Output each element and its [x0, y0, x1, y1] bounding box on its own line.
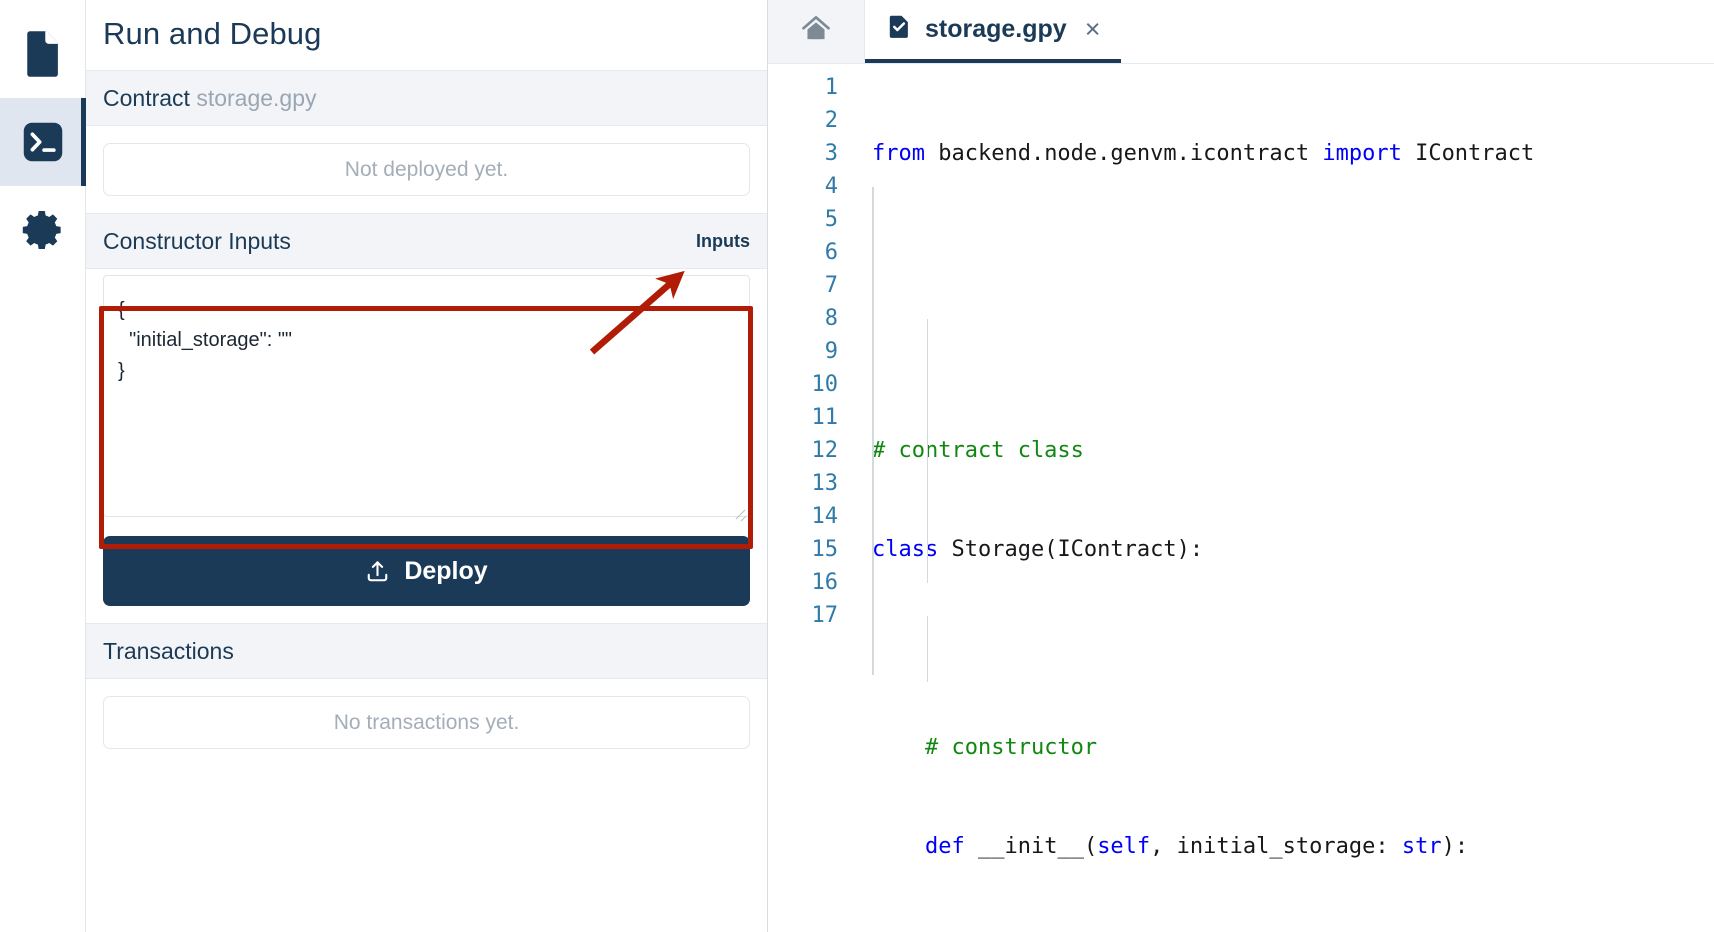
- code-editor[interactable]: 1 2 3 4 5 6 7 8 9 10 11 12 13 14 15 16 1…: [768, 64, 1714, 932]
- transactions-section-header: Transactions: [86, 623, 767, 679]
- gear-icon: [20, 207, 66, 253]
- indent-guide: [927, 616, 928, 682]
- tab-bar: storage.gpy ×: [768, 0, 1714, 64]
- line-number: 14: [811, 504, 839, 529]
- contract-section-header: Contract storage.gpy: [86, 70, 767, 126]
- line-number: 15: [811, 537, 839, 562]
- line-number: 11: [811, 405, 839, 430]
- code-line: class Storage(IContract):: [872, 537, 1204, 562]
- line-number: 6: [824, 240, 838, 265]
- tab-storage-gpy[interactable]: storage.gpy ×: [865, 0, 1122, 63]
- home-tab[interactable]: [768, 0, 865, 63]
- file-icon: [22, 29, 64, 79]
- check-file-icon: [886, 14, 912, 45]
- line-number: 12: [811, 438, 839, 463]
- sidebar-item-settings[interactable]: [0, 186, 86, 274]
- line-number: 1: [824, 75, 838, 100]
- code-line: [872, 236, 1714, 269]
- line-number-gutter: 1 2 3 4 5 6 7 8 9 10 11 12 13 14 15 16 1…: [768, 71, 860, 932]
- line-number: 7: [824, 273, 838, 298]
- code-column[interactable]: from backend.node.genvm.icontract import…: [860, 71, 1714, 932]
- indent-guide: [927, 319, 928, 451]
- constructor-inputs-wrapper: [103, 275, 750, 522]
- deployment-status-text: Not deployed yet.: [344, 157, 509, 181]
- contract-label: Contract: [103, 84, 190, 111]
- code-content[interactable]: from backend.node.genvm.icontract import…: [860, 71, 1714, 932]
- tab-label: storage.gpy: [925, 15, 1067, 43]
- sidebar-item-file-explorer[interactable]: [0, 10, 86, 98]
- code-line: [872, 632, 1714, 665]
- line-number: 10: [811, 372, 839, 397]
- run-and-debug-panel: Run and Debug Contract storage.gpy Not d…: [86, 0, 768, 932]
- deploy-button-label: Deploy: [404, 556, 488, 585]
- activity-bar: [0, 0, 86, 932]
- block-indent-guide: [872, 187, 874, 675]
- code-line: # constructor: [924, 735, 1098, 760]
- deploy-button[interactable]: Deploy: [103, 536, 750, 606]
- line-number: 13: [811, 471, 839, 496]
- line-number: 3: [824, 141, 838, 166]
- line-number: 16: [811, 570, 839, 595]
- constructor-inputs-heading: Constructor Inputs: [103, 227, 291, 254]
- constructor-inputs-json-editor[interactable]: [103, 275, 750, 517]
- panel-spacer: [86, 606, 767, 623]
- sidebar-item-run-and-debug[interactable]: [0, 98, 86, 186]
- constructor-inputs-section-header: Constructor Inputs Inputs: [86, 213, 767, 269]
- close-icon[interactable]: ×: [1084, 14, 1101, 44]
- transactions-empty-text: No transactions yet.: [333, 710, 520, 734]
- home-icon: [799, 13, 833, 50]
- line-number: 4: [824, 174, 838, 199]
- line-number: 2: [824, 108, 838, 133]
- indent-guide: [927, 451, 928, 583]
- line-number: 5: [824, 207, 838, 232]
- transactions-empty-box: No transactions yet.: [103, 696, 750, 749]
- line-number: 17: [811, 603, 839, 628]
- transactions-heading: Transactions: [103, 637, 234, 664]
- deployment-status-box: Not deployed yet.: [103, 143, 750, 196]
- inputs-toggle-button[interactable]: Inputs: [696, 230, 750, 251]
- contract-filename: storage.gpy: [196, 84, 317, 111]
- code-line: # contract class: [872, 438, 1084, 463]
- code-line: def __init__(self, initial_storage: str)…: [924, 834, 1469, 859]
- terminal-icon: [21, 120, 65, 164]
- upload-icon: [365, 559, 390, 584]
- line-number: 8: [824, 306, 838, 331]
- line-number: 9: [824, 339, 838, 364]
- code-line: [872, 335, 1714, 368]
- code-line: from backend.node.genvm.icontract import…: [872, 141, 1535, 166]
- page-title: Run and Debug: [103, 16, 322, 51]
- editor-area: storage.gpy × 1 2 3 4 5 6 7 8 9 10 11 12…: [768, 0, 1714, 932]
- contract-heading: Contract storage.gpy: [103, 85, 317, 112]
